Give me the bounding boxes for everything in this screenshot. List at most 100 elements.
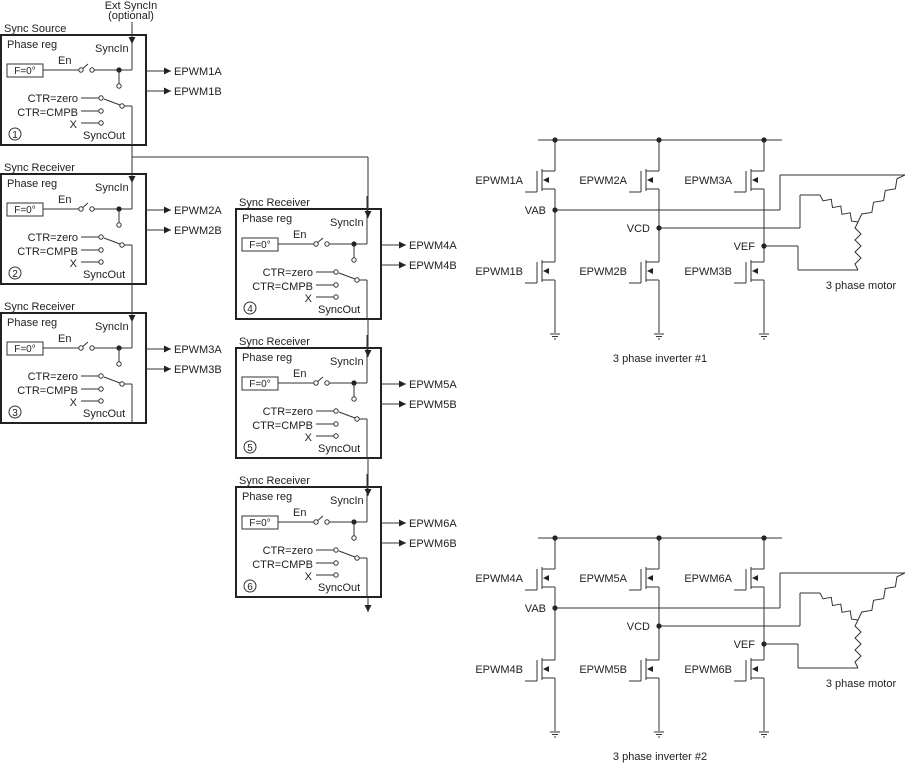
body-arrow bbox=[752, 666, 758, 672]
enable-switch-pivot bbox=[313, 241, 319, 247]
module-title: Sync Receiver bbox=[4, 301, 75, 313]
enable-label: En bbox=[58, 194, 71, 206]
sync-chain-wires bbox=[128, 22, 372, 612]
inverter-caption: 3 phase inverter #1 bbox=[613, 353, 707, 365]
enable-switch-contact bbox=[324, 380, 330, 386]
output-a-label: EPWM4A bbox=[409, 240, 457, 252]
ctr-cmpb-label: CTR=CMPB bbox=[252, 281, 313, 293]
enable-switch-contact bbox=[324, 519, 330, 525]
ctr-zero-contact bbox=[333, 408, 339, 414]
disable-x-contact bbox=[98, 120, 104, 126]
module-title: Sync Receiver bbox=[239, 475, 310, 487]
module-index: 1 bbox=[12, 130, 18, 141]
disable-x-label: X bbox=[305, 293, 313, 305]
module-box bbox=[235, 486, 382, 598]
syncout-label: SyncOut bbox=[318, 582, 360, 594]
syncout-switch-pivot bbox=[354, 555, 360, 561]
body-arrow bbox=[543, 575, 549, 581]
ext-syncin-label: Ext SyncIn bbox=[105, 0, 158, 12]
output-b-label: EPWM1B bbox=[174, 86, 222, 98]
syncout-switch-pivot bbox=[119, 381, 125, 387]
gate-label: EPWM1B bbox=[475, 266, 523, 278]
phase-value: F=0° bbox=[14, 205, 36, 216]
module-index-circle bbox=[8, 405, 22, 419]
mosfet: EPWM6A bbox=[684, 567, 764, 591]
mosfet: EPWM2A bbox=[579, 169, 659, 193]
body-arrow bbox=[647, 268, 653, 274]
motor-winding-c bbox=[854, 619, 862, 669]
syncin-label: SyncIn bbox=[330, 217, 364, 229]
module-title: Sync Receiver bbox=[4, 162, 75, 174]
motor-winding-a bbox=[819, 194, 859, 223]
syncout-switch-blade bbox=[338, 550, 356, 558]
ctr-zero-label: CTR=zero bbox=[263, 545, 313, 557]
motor-winding-b bbox=[857, 572, 905, 621]
phase-value: F=0° bbox=[14, 66, 36, 77]
module-box bbox=[0, 34, 147, 146]
syncin-label: SyncIn bbox=[95, 182, 129, 194]
syncout-switch-pivot bbox=[119, 242, 125, 248]
syncout-switch-blade bbox=[103, 376, 121, 384]
gate-label: EPWM2A bbox=[579, 175, 627, 187]
syncout-switch-blade bbox=[103, 237, 121, 245]
module-index-circle bbox=[243, 301, 257, 315]
inverters: EPWM1AEPWM1BEPWM2AEPWM2BEPWM3AEPWM3BVABV… bbox=[475, 137, 905, 763]
module-index: 4 bbox=[247, 304, 253, 315]
ctr-zero-label: CTR=zero bbox=[28, 371, 78, 383]
phase-reg-label: Phase reg bbox=[7, 178, 57, 190]
motor-winding-b bbox=[857, 174, 905, 223]
syncout-label: SyncOut bbox=[83, 269, 125, 281]
ctr-cmpb-contact bbox=[333, 560, 339, 566]
mosfet: EPWM4A bbox=[475, 567, 555, 591]
body-arrow bbox=[543, 177, 549, 183]
ctr-zero-label: CTR=zero bbox=[263, 267, 313, 279]
ctr-zero-label: CTR=zero bbox=[28, 93, 78, 105]
node-label-vab: VAB bbox=[525, 603, 546, 615]
enable-switch-contact bbox=[324, 241, 330, 247]
ctr-zero-label: CTR=zero bbox=[263, 406, 313, 418]
ctr-cmpb-contact bbox=[98, 247, 104, 253]
body-arrow bbox=[647, 177, 653, 183]
syncin-label: SyncIn bbox=[95, 43, 129, 55]
mosfet: EPWM6B bbox=[684, 658, 764, 682]
phase-reg-label: Phase reg bbox=[242, 491, 292, 503]
enable-switch-pivot bbox=[78, 67, 84, 73]
syncout-label: SyncOut bbox=[83, 408, 125, 420]
disable-x-label: X bbox=[70, 397, 78, 409]
gate-label: EPWM5B bbox=[579, 664, 627, 676]
module-index-circle bbox=[243, 579, 257, 593]
phase-reg-label: Phase reg bbox=[242, 352, 292, 364]
module-box bbox=[0, 312, 147, 424]
enable-label: En bbox=[293, 229, 306, 241]
syncin-label: SyncIn bbox=[330, 356, 364, 368]
enable-switch-pivot bbox=[313, 519, 319, 525]
enable-label: En bbox=[58, 333, 71, 345]
disable-x-contact bbox=[98, 259, 104, 265]
three-phase-inverter-2: EPWM4AEPWM4BEPWM5AEPWM5BEPWM6AEPWM6BVABV… bbox=[475, 535, 905, 763]
phase-value: F=0° bbox=[249, 240, 271, 251]
mosfet: EPWM1B bbox=[475, 260, 555, 284]
mosfet: EPWM5A bbox=[579, 567, 659, 591]
syncout-switch-pivot bbox=[354, 277, 360, 283]
module-index: 6 bbox=[247, 582, 253, 593]
output-a-label: EPWM1A bbox=[174, 66, 222, 78]
ctr-cmpb-label: CTR=CMPB bbox=[17, 385, 78, 397]
mosfet: EPWM5B bbox=[579, 658, 659, 682]
ext-syncin-optional-label: (optional) bbox=[108, 10, 154, 22]
disable-x-contact bbox=[333, 294, 339, 300]
ctr-cmpb-label: CTR=CMPB bbox=[252, 420, 313, 432]
syncout-switch-pivot bbox=[119, 103, 125, 109]
enable-switch-contact bbox=[89, 345, 95, 351]
output-b-label: EPWM2B bbox=[174, 225, 222, 237]
ctr-zero-label: CTR=zero bbox=[28, 232, 78, 244]
output-b-label: EPWM3B bbox=[174, 364, 222, 376]
output-b-label: EPWM5B bbox=[409, 399, 457, 411]
mosfet: EPWM1A bbox=[475, 169, 555, 193]
syncout-switch-pivot bbox=[354, 416, 360, 422]
ctr-cmpb-contact bbox=[98, 108, 104, 114]
